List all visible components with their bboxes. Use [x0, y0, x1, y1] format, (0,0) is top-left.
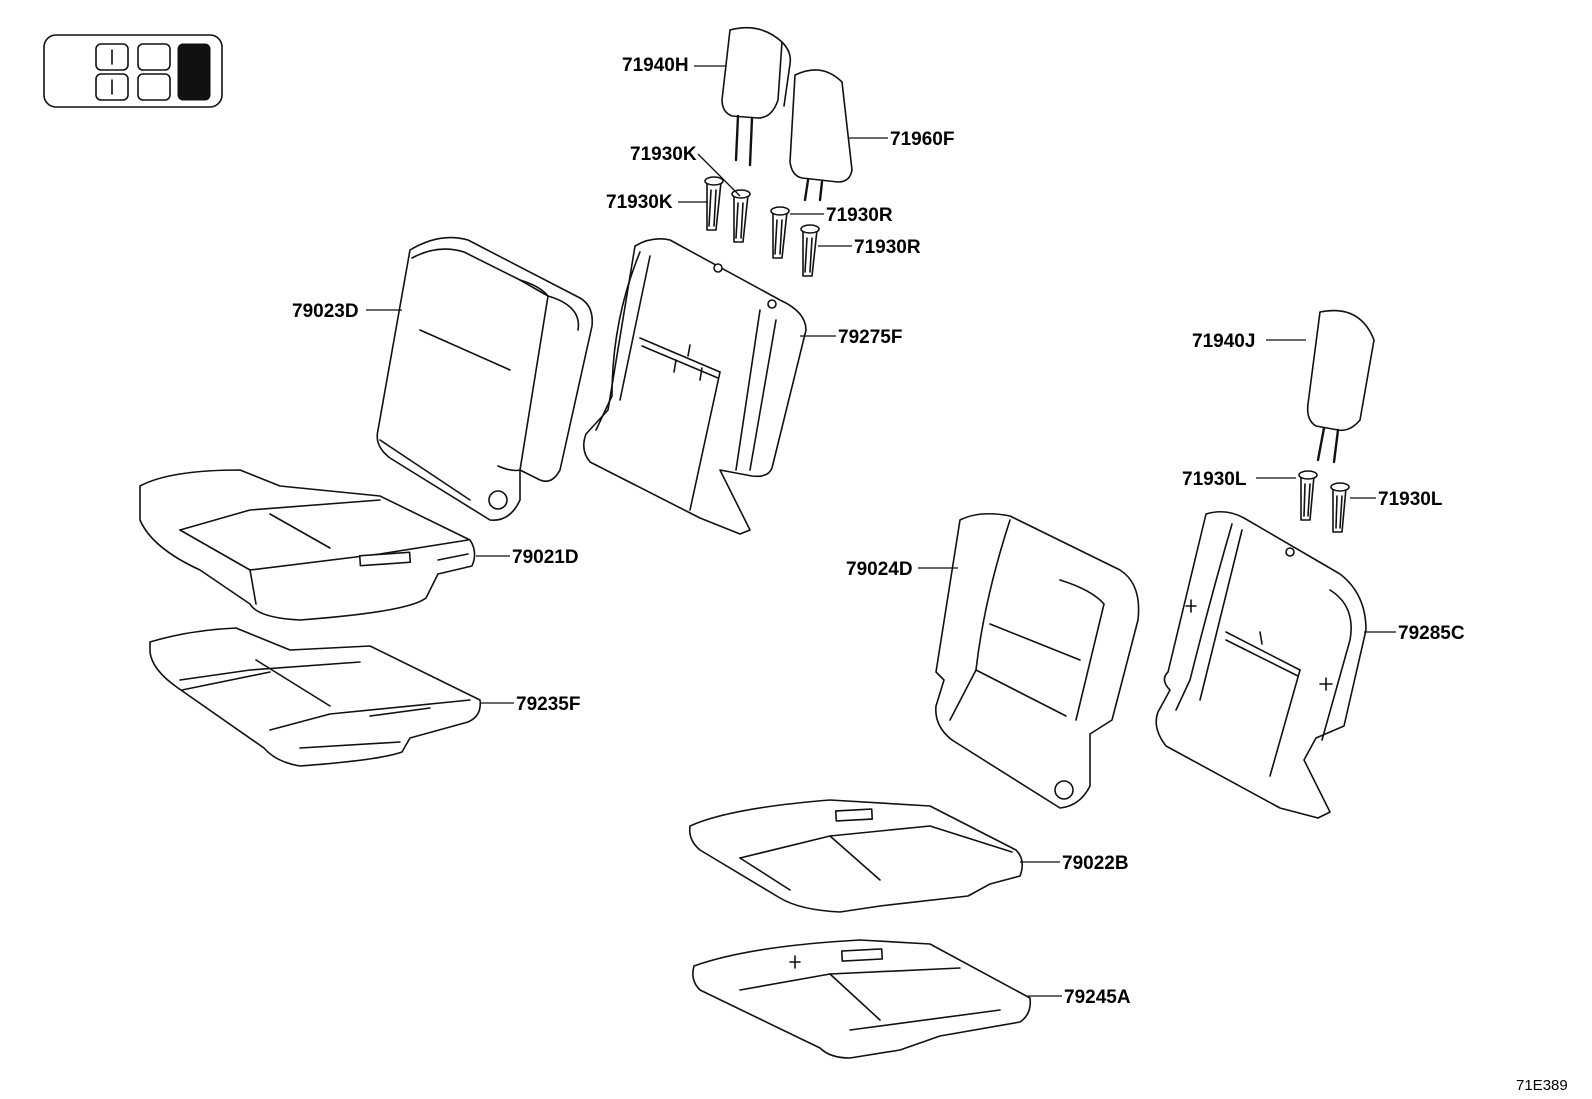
label-71930r-lower: 71930R: [854, 237, 921, 258]
seat-cushion-cover-79021d: [139, 469, 476, 621]
headrest-guides: [704, 176, 820, 277]
label-79275f: 79275F: [838, 327, 902, 348]
seatback-pad-79275f: [582, 238, 807, 535]
headrest-guides-71930l: [1298, 470, 1350, 533]
label-79022b: 79022B: [1062, 853, 1129, 874]
headrest-71940h: [721, 26, 792, 167]
figure-code: 71E389: [1516, 1077, 1568, 1094]
headrest-71940j: [1306, 309, 1375, 464]
seatback-pad-79285c: [1155, 510, 1367, 819]
label-79285c: 79285C: [1398, 623, 1465, 644]
label-79235f: 79235F: [516, 694, 580, 715]
label-71930k-upper: 71930K: [630, 144, 697, 165]
part-labels: 71940H 71960F 71930K 71930K 71930R 71930…: [292, 55, 1568, 1094]
label-71930k-lower: 71930K: [606, 192, 673, 213]
label-71930r-upper: 71930R: [826, 205, 893, 226]
label-71930l-left: 71930L: [1182, 469, 1247, 490]
seat-row-locator-icon: [43, 34, 223, 108]
seat-cushion-cover-79022b: [688, 799, 1024, 913]
label-71930l-right: 71930L: [1378, 489, 1443, 510]
label-79245a: 79245A: [1064, 987, 1131, 1008]
seatback-cover-79023d: [376, 236, 594, 521]
headrest-71960f: [789, 69, 853, 202]
seat-cushion-pad-79245a: [692, 939, 1032, 1059]
label-79024d: 79024D: [846, 559, 913, 580]
label-71940j: 71940J: [1192, 331, 1255, 352]
label-71940h: 71940H: [622, 55, 689, 76]
seatback-cover-79024d: [935, 512, 1140, 809]
seat-cushion-pad-79235f: [149, 627, 482, 767]
label-79021d: 79021D: [512, 547, 579, 568]
label-71960f: 71960F: [890, 129, 954, 150]
label-79023d: 79023D: [292, 301, 359, 322]
leader-lines: [366, 65, 1396, 997]
